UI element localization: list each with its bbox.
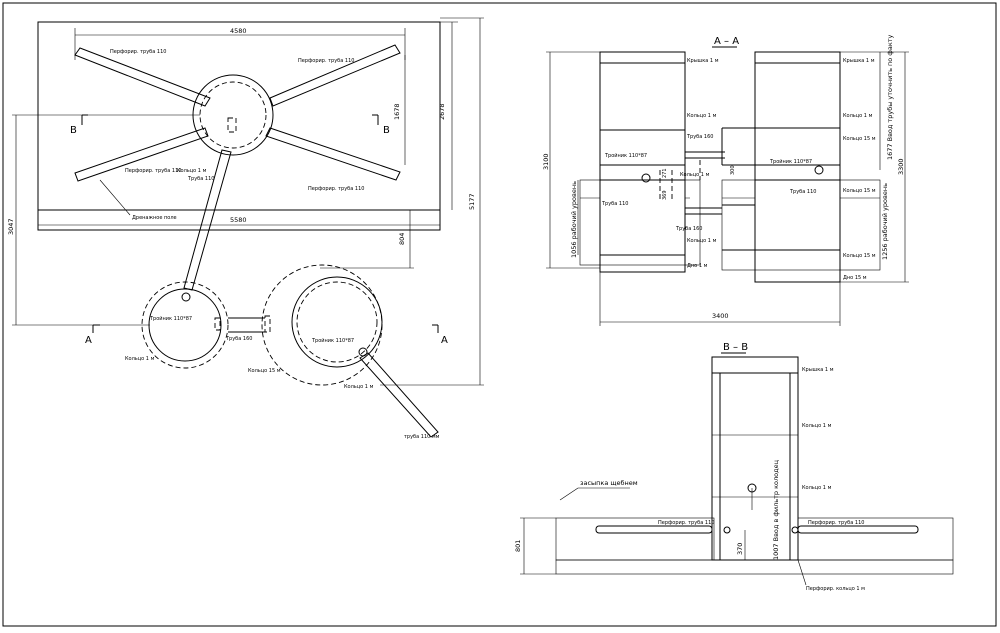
label-well-1m-c: Кольцо 1 м <box>344 384 374 390</box>
aa-dno-l: Дно 1 м <box>687 263 708 269</box>
bb-gravel: засыпка щебнем <box>580 479 638 487</box>
vertical-left: 1056 рабочий уровень <box>570 181 578 258</box>
central-well-inner <box>199 81 267 149</box>
drain-field-outline <box>37 21 441 231</box>
dim-3100: 3100 <box>542 153 550 170</box>
bb-dim-801: 801 <box>514 540 522 552</box>
dim-top: 4580 <box>230 27 247 35</box>
bb-perf-left: Перфорир. труба 110 <box>658 520 714 526</box>
label-tee-2: Тройник 110*87 <box>311 337 354 344</box>
label-pipe-160: Труба 160 <box>225 336 252 342</box>
bb-well-cover <box>711 356 799 374</box>
bb-kryshka: Крышка 1 м <box>802 367 834 373</box>
section-aa-title: А – А <box>714 36 739 47</box>
central-well-outer <box>192 74 274 156</box>
aa-tee-r: Тройник 110*87 <box>769 158 812 165</box>
label-drain-field: Дренажное поле <box>132 215 177 221</box>
aa-kolco-l2: Кольцо 1 м <box>680 172 710 178</box>
bb-kolco2: Кольцо 1 м <box>802 485 832 491</box>
perforated-pipes <box>74 44 401 182</box>
label-perf-pipe-br: Перфорир. труба 110 <box>308 186 364 192</box>
bb-gravel-layer <box>555 559 954 575</box>
dim-left: 3047 <box>7 218 15 235</box>
dim-271: 271 <box>662 168 668 178</box>
section-bb-title: В – В <box>723 342 748 353</box>
dim-right-1: 2678 <box>438 103 446 120</box>
aa-kolco-l1: Кольцо 1 м <box>687 113 717 119</box>
label-well-1m: Кольцо 1 м <box>177 168 207 174</box>
aa-kryshka-l: Крышка 1 м <box>687 58 719 64</box>
dim-804: 804 <box>398 233 406 245</box>
vertical-right-2: 1256 рабочий уровень <box>881 183 889 260</box>
section-aa: А – А <box>542 34 909 326</box>
bb-perf-right: Перфорир. труба 110 <box>808 520 864 526</box>
septic-well-1-outer <box>141 281 229 369</box>
dim-bottom: 5580 <box>230 216 247 224</box>
bb-dim-370: 370 <box>736 543 744 555</box>
vertical-right-1: 1677 Ввод трубы уточнить по факту <box>886 34 894 160</box>
outlet-pipe <box>359 352 439 438</box>
bb-perf-ring: Перфорир. кольцо 1 м <box>806 586 865 592</box>
dim-right-2: 5177 <box>468 193 476 210</box>
label-pipe-110: Труба 110 <box>187 176 214 182</box>
bb-well-interior <box>719 372 791 561</box>
dim-369: 369 <box>662 190 668 200</box>
label-perf-pipe-tr: Перфорир. труба 110 <box>298 58 354 64</box>
aa-kolco-r4: Кольцо 15 м <box>843 253 876 259</box>
section-bb: В – В Перфорир. труба 110 Перфорир. труб… <box>514 342 954 592</box>
label-well-1m-b: Кольцо 1 м <box>125 356 155 362</box>
section-b-right: В <box>383 125 390 136</box>
right-well <box>754 51 841 283</box>
dim-inner: 1678 <box>393 103 401 120</box>
bb-kolco1: Кольцо 1 м <box>802 423 832 429</box>
septic-well-2-outer <box>261 264 383 386</box>
septic-well-2-inner <box>291 276 383 368</box>
aa-kolco-r1: Кольцо 1 м <box>843 113 873 119</box>
aa-kolco-r3: Кольцо 15 м <box>843 188 876 194</box>
label-well-15m: Кольцо 15 м <box>248 368 281 374</box>
section-a-right: А <box>441 335 448 346</box>
aa-truba160-l: Труба 160 <box>686 134 713 140</box>
dim-3400: 3400 <box>712 312 729 320</box>
bb-vertical: 1007 Ввод в фильтр колодец <box>772 459 780 560</box>
aa-kolco-r2: Кольцо 15 м <box>843 136 876 142</box>
left-well <box>599 51 686 273</box>
aa-truba160-l2: Труба 160 <box>675 226 702 232</box>
section-b-left: В <box>70 125 77 136</box>
aa-dno-r: Дно 15 м <box>843 275 867 281</box>
label-perf-pipe-bl: Перфорир. труба 110 <box>125 168 181 174</box>
dim-300: 300 <box>730 165 736 175</box>
aa-kolco-l3: Кольцо 1 м <box>687 238 717 244</box>
label-tee-1: Тройник 110*87 <box>149 315 192 322</box>
aa-kryshka-r: Крышка 1 м <box>843 58 875 64</box>
plan-view: 4580 5580 2678 5177 1678 3047 804 <box>7 17 484 440</box>
label-pipe-110m: труба 110 мм <box>404 434 440 440</box>
dim-3300: 3300 <box>897 158 905 175</box>
tee-1 <box>181 292 191 302</box>
septic-well-1-inner <box>148 288 222 362</box>
section-a-left: А <box>85 335 92 346</box>
aa-truba110-l: Труба 110 <box>601 201 628 207</box>
label-perf-pipe-tl: Перфорир. труба 110 <box>110 49 166 55</box>
aa-truba110-r: Труба 110 <box>789 189 816 195</box>
aa-tee-l: Тройник 110*87 <box>604 152 647 159</box>
